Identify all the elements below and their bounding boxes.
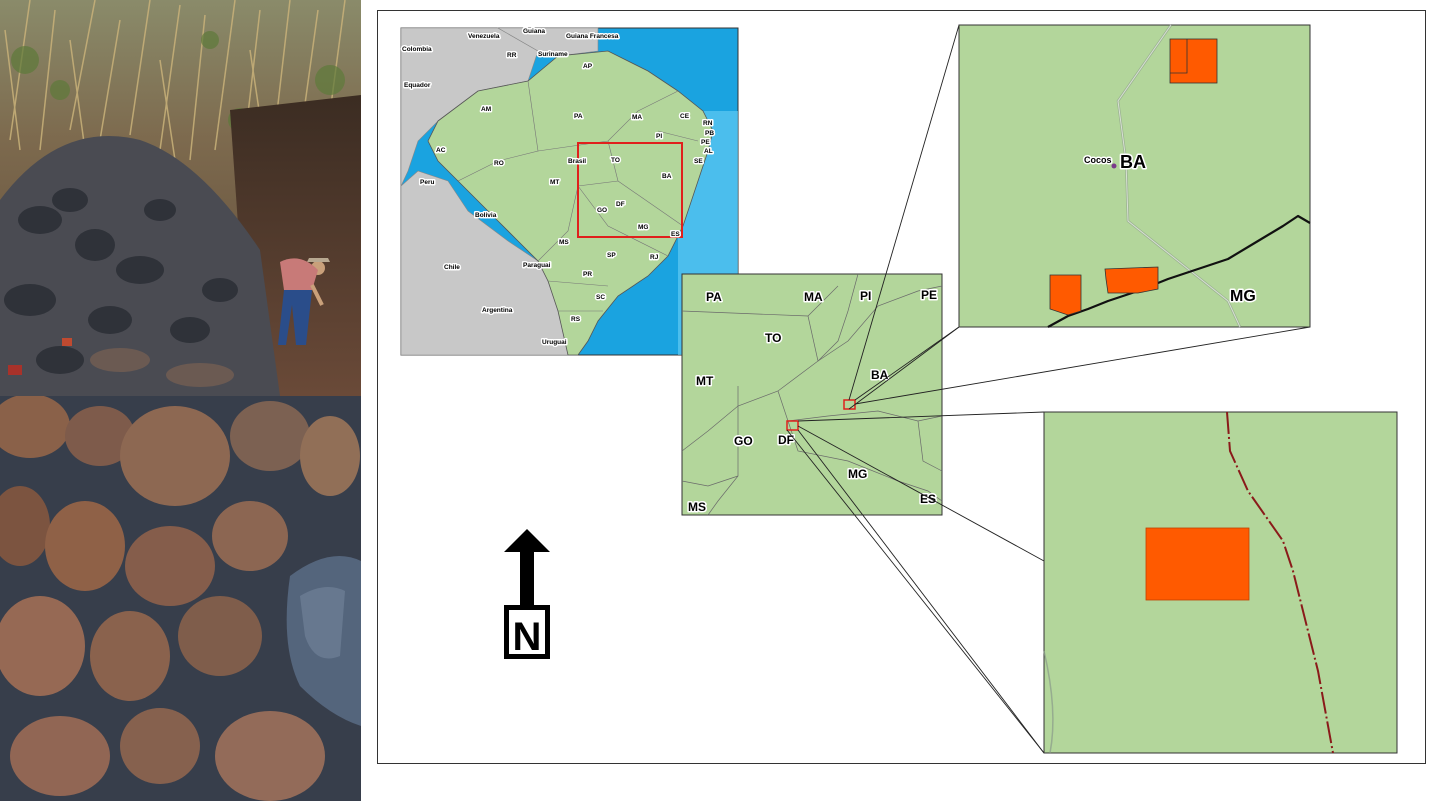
- overview-label-pe: PE: [701, 139, 710, 146]
- overview-label-ma: MA: [632, 114, 642, 121]
- study-area-polygon: [1169, 38, 1218, 84]
- worker-figure: [278, 258, 330, 345]
- regional-label-go: GO: [734, 434, 753, 448]
- location-map-frame: Colombia Venezuela Guiana Guiana Frances…: [377, 10, 1426, 764]
- regional-label-df: DF: [778, 433, 794, 447]
- regional-label-ms: MS: [688, 500, 706, 514]
- overview-label-colombia: Colombia: [402, 46, 432, 53]
- overview-label-sc: SC: [596, 294, 605, 301]
- overview-label-pa: PA: [574, 113, 583, 120]
- overview-map: Colombia Venezuela Guiana Guiana Frances…: [400, 27, 739, 356]
- detail-label-cocos: Cocos: [1084, 155, 1112, 165]
- overview-label-rn: RN: [703, 120, 713, 127]
- overview-label-rj: RJ: [650, 254, 659, 261]
- regional-label-pe: PE: [921, 288, 937, 302]
- overview-label-uruguai: Uruguai: [542, 339, 567, 346]
- overview-label-rs: RS: [571, 316, 581, 323]
- overview-label-es: ES: [671, 231, 680, 238]
- overview-label-peru: Peru: [420, 179, 434, 186]
- inset-connector-lines: [786, 24, 1311, 754]
- detail-map-df: [1043, 411, 1398, 754]
- overview-label-rr: RR: [507, 52, 517, 59]
- study-area-polygon: [1049, 274, 1082, 316]
- overview-label-go: GO: [597, 207, 607, 214]
- regional-locator-df: [786, 420, 799, 431]
- overview-label-mt: MT: [550, 179, 559, 186]
- regional-map: PA MA PI PE TO MT BA GO DF MG MS ES: [681, 273, 943, 516]
- north-arrow-letter: N: [513, 615, 542, 659]
- regional-label-pi: PI: [860, 289, 871, 303]
- overview-label-mg: MG: [638, 224, 648, 231]
- detail-label-ba: BA: [1120, 152, 1146, 172]
- regional-label-mg: MG: [848, 467, 867, 481]
- regional-label-to: TO: [765, 331, 781, 345]
- overview-label-se: SE: [694, 158, 703, 165]
- field-photo-outcrop: [0, 0, 361, 396]
- overview-label-ms: MS: [559, 239, 569, 246]
- overview-label-pi: PI: [656, 133, 662, 140]
- regional-label-ba: BA: [871, 368, 889, 382]
- overview-label-paraguai: Paraguai: [523, 262, 551, 269]
- overview-label-ap: AP: [583, 63, 593, 70]
- overview-label-ce: CE: [680, 113, 690, 120]
- north-arrow-icon: N: [504, 529, 550, 659]
- overview-label-al: AL: [704, 148, 713, 155]
- overview-label-guiana-francesa: Guiana Francesa: [566, 33, 619, 40]
- overview-label-pb: PB: [705, 130, 714, 137]
- overview-label-argentina: Argentina: [482, 307, 513, 314]
- overview-label-ba: BA: [662, 173, 672, 180]
- field-photo-rock-texture: [0, 396, 361, 801]
- overview-label-suriname: Suriname: [538, 51, 568, 58]
- overview-label-brasil: Brasil: [568, 158, 586, 165]
- study-area-polygon: [1104, 266, 1159, 294]
- town-point-cocos: [1111, 163, 1117, 169]
- overview-label-am: AM: [481, 106, 491, 113]
- overview-label-pr: PR: [583, 271, 592, 278]
- overview-label-ac: AC: [436, 147, 446, 154]
- regional-label-mt: MT: [696, 374, 714, 388]
- overview-label-ro: RO: [494, 160, 504, 167]
- overview-label-sp: SP: [607, 252, 616, 259]
- study-area-polygon: [1145, 527, 1250, 601]
- overview-label-guiana: Guiana: [523, 28, 545, 35]
- detail-label-mg: MG: [1230, 288, 1256, 305]
- regional-label-pa: PA: [706, 290, 722, 304]
- detail-map-ba-mg: Cocos BA MG: [958, 24, 1311, 328]
- overview-label-df: DF: [616, 201, 625, 208]
- overview-label-venezuela: Venezuela: [468, 33, 500, 40]
- overview-label-equador: Equador: [404, 82, 431, 89]
- regional-label-ma: MA: [804, 290, 823, 304]
- overview-label-to: TO: [611, 157, 620, 164]
- overview-label-chile: Chile: [444, 264, 460, 271]
- overview-label-bolivia: Bolivia: [475, 212, 497, 219]
